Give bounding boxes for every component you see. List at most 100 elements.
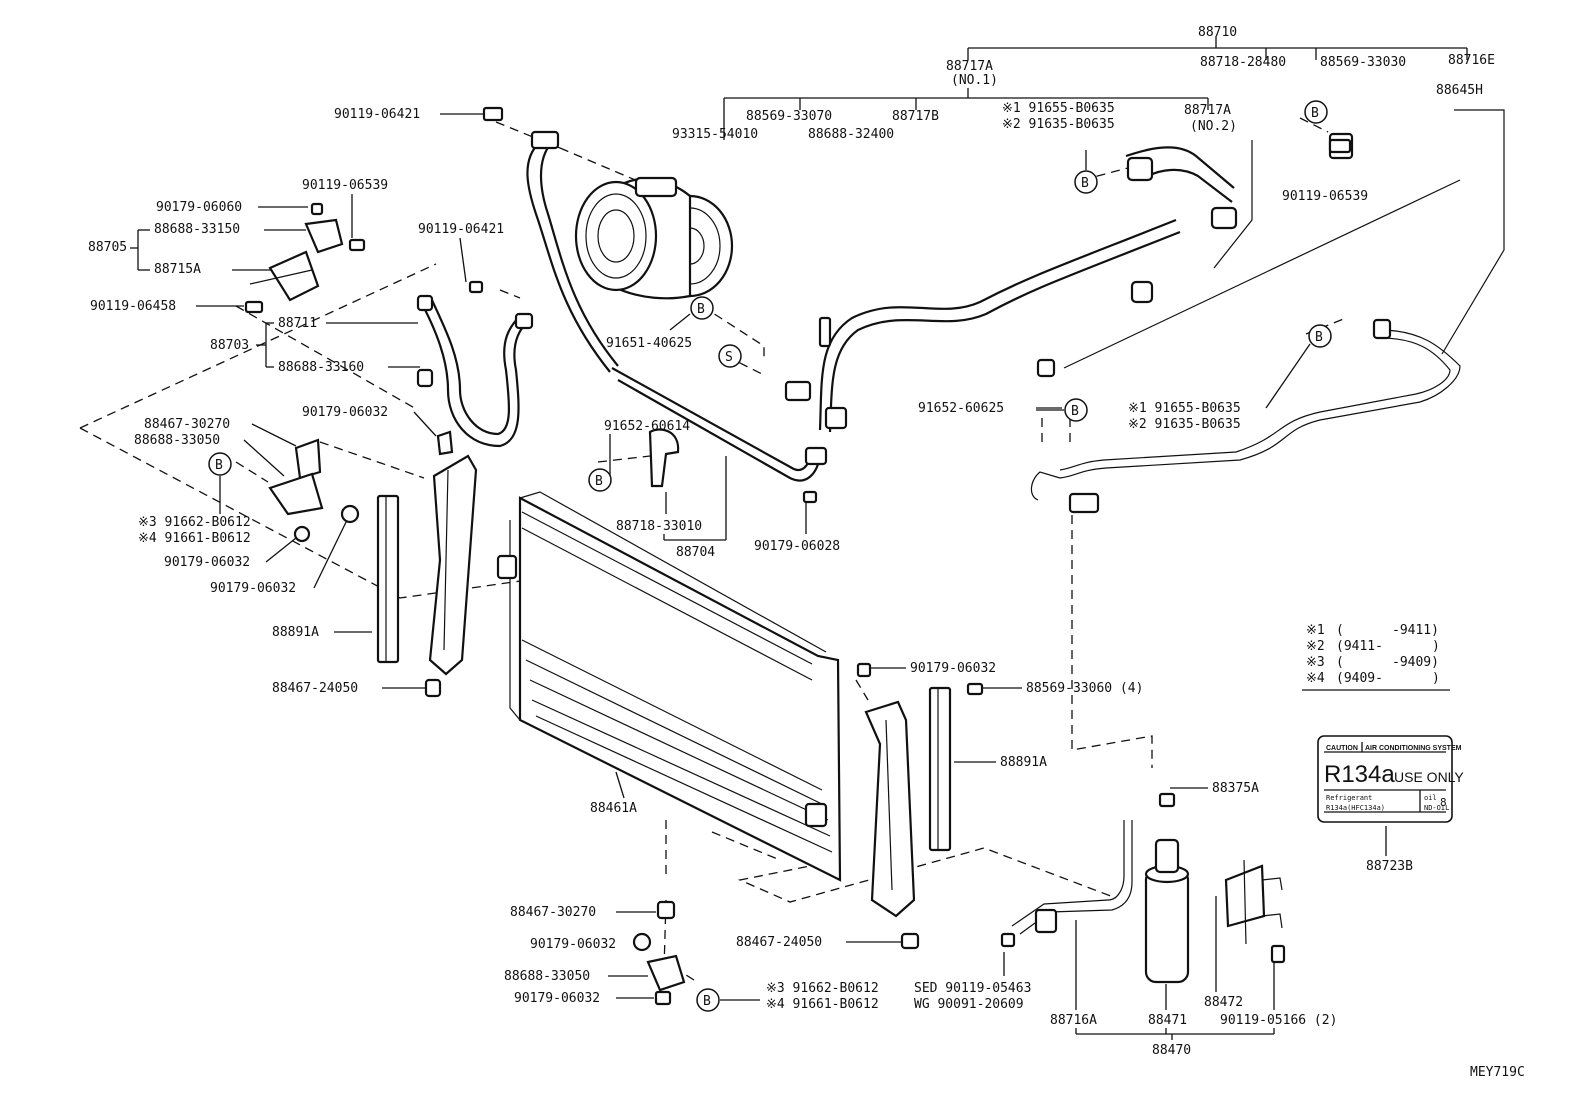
- caution-oil: oil: [1424, 794, 1437, 802]
- group-bracket-88710: [967, 36, 1468, 60]
- radiator-support-right: [864, 700, 916, 918]
- callout-91661-b0612-b: ※4 91661-B0612: [766, 997, 879, 1012]
- callout-88710: 88710: [1198, 25, 1237, 40]
- callout-90179-06032-c: 90179-06032: [210, 581, 296, 596]
- condenser-88461a: [496, 491, 842, 882]
- callout-88891a-r: 88891A: [1000, 755, 1047, 770]
- callout-88471: 88471: [1148, 1013, 1187, 1028]
- note-key-4: ※4: [1306, 671, 1325, 686]
- callout-88711: 88711: [278, 316, 317, 331]
- notes-table: ※1 ( -9411) ※2 (9411- ) ※3 ( -9409) ※4 (…: [1302, 623, 1450, 691]
- callout-91651-40625: 91651-40625: [606, 336, 692, 351]
- callout-90119-06539-l: 90119-06539: [302, 178, 388, 193]
- callout-90179-06032-b: 90179-06032: [164, 555, 250, 570]
- note-key-1: ※1: [1306, 623, 1325, 638]
- callout-91635-b0635-b: ※2 91635-B0635: [1128, 417, 1241, 432]
- radiator-support-left: [428, 454, 478, 676]
- callout-88645h: 88645H: [1436, 83, 1483, 98]
- callout-88688-33150: 88688-33150: [154, 222, 240, 237]
- note-from-1: (: [1336, 623, 1344, 638]
- callout-88717a-no1: 88717A: [946, 59, 993, 74]
- callout-wg-90091-20609: WG 90091-20609: [914, 997, 1024, 1012]
- callout-88688-32400: 88688-32400: [808, 127, 894, 142]
- marker-b-5: B: [1064, 398, 1088, 422]
- support-88891a-left: [376, 494, 400, 664]
- caution-oil-amount: 8: [1440, 796, 1447, 809]
- caution-oil-type: ND-OIL: [1424, 804, 1449, 812]
- caution-header-left: CAUTION: [1326, 745, 1358, 752]
- marker-b-4: B: [1308, 324, 1332, 348]
- callout-91662-b0612-a: ※3 91662-B0612: [138, 515, 251, 530]
- callout-88461a: 88461A: [590, 801, 637, 816]
- marker-b-7: B: [588, 468, 612, 492]
- callout-88569-33070: 88569-33070: [746, 109, 832, 124]
- marker-b-label: B: [697, 302, 705, 317]
- caution-use-only: USE ONLY: [1394, 769, 1464, 785]
- marker-b-label: B: [1311, 106, 1319, 121]
- note-from-4: (9409-: [1336, 671, 1383, 686]
- callout-90179-06060: 90179-06060: [156, 200, 242, 215]
- callout-91661-b0612-a: ※4 91661-B0612: [138, 531, 251, 546]
- note-key-3: ※3: [1306, 655, 1325, 670]
- callout-88688-33160: 88688-33160: [278, 360, 364, 375]
- callout-91662-b0612-b: ※3 91662-B0612: [766, 981, 879, 996]
- note-to-3: -9409): [1392, 655, 1439, 670]
- marker-b-label: B: [215, 458, 223, 473]
- callout-sed-90119-05463: SED 90119-05463: [914, 981, 1031, 996]
- callout-90179-06032-f: 90179-06032: [514, 991, 600, 1006]
- note-to-1: -9411): [1392, 623, 1439, 638]
- callout-93315-54010: 93315-54010: [672, 127, 758, 142]
- callout-91635-b0635-a: ※2 91635-B0635: [1002, 117, 1115, 132]
- caution-label-88723b: CAUTION AIR CONDITIONING SYSTEM R134a US…: [1317, 735, 1464, 823]
- callout-88467-24050-l: 88467-24050: [272, 681, 358, 696]
- marker-b-2: B: [1304, 100, 1328, 124]
- callout-88688-33050-b: 88688-33050: [504, 969, 590, 984]
- marker-b-label: B: [703, 994, 711, 1009]
- marker-b-label: B: [1315, 330, 1323, 345]
- marker-b-6: B: [208, 452, 232, 476]
- marker-b-label: B: [1071, 404, 1079, 419]
- callout-90119-06458: 90119-06458: [90, 299, 176, 314]
- callout-90179-06032-a: 90179-06032: [302, 405, 388, 420]
- callout-88718-33010: 88718-33010: [616, 519, 702, 534]
- caution-header-right: AIR CONDITIONING SYSTEM: [1365, 745, 1462, 752]
- callout-88569-33060: 88569-33060 (4): [1026, 681, 1143, 696]
- callout-88715a: 88715A: [154, 262, 201, 277]
- callout-90179-06032-e: 90179-06032: [530, 937, 616, 952]
- callout-88717a-no2: 88717A: [1184, 103, 1231, 118]
- callout-88467-30270-a: 88467-30270: [144, 417, 230, 432]
- callout-88688-33050-a: 88688-33050: [134, 433, 220, 448]
- caution-refrigerant: Refrigerant: [1326, 794, 1372, 802]
- callout-90179-06032-d: 90179-06032: [910, 661, 996, 676]
- marker-s-label: S: [725, 350, 733, 365]
- callout-91652-60614: 91652-60614: [604, 419, 690, 434]
- callout-88703: 88703: [210, 338, 249, 353]
- callout-88891a-l: 88891A: [272, 625, 319, 640]
- callout-88472: 88472: [1204, 995, 1243, 1010]
- callout-88716a: 88716A: [1050, 1013, 1097, 1028]
- note-key-2: ※2: [1306, 639, 1325, 654]
- callout-90119-06539-r: 90119-06539: [1282, 189, 1368, 204]
- callout-90119-06421-a: 90119-06421: [334, 107, 420, 122]
- group-bracket-88717A: [723, 88, 1209, 140]
- callout-90119-06421-b: 90119-06421: [418, 222, 504, 237]
- note-to-4: ): [1432, 671, 1440, 686]
- callout-88569-33030: 88569-33030: [1320, 55, 1406, 70]
- callout-88704: 88704: [676, 545, 715, 560]
- marker-b-3: B: [690, 296, 714, 320]
- callout-88718-28480: 88718-28480: [1200, 55, 1286, 70]
- note-to-2: ): [1432, 639, 1440, 654]
- callout-88717a-no2-sub: (NO.2): [1190, 119, 1237, 134]
- callout-88717b: 88717B: [892, 109, 939, 124]
- callout-88705: 88705: [88, 240, 127, 255]
- compressor: [530, 130, 734, 300]
- diagram-code: MEY719C: [1470, 1065, 1525, 1080]
- callout-88716e: 88716E: [1448, 53, 1495, 68]
- marker-b-label: B: [1081, 176, 1089, 191]
- marker-s-1: S: [718, 344, 742, 368]
- note-from-2: (9411-: [1336, 639, 1383, 654]
- fittings: [244, 106, 1392, 1006]
- marker-b-1: B: [1074, 170, 1098, 194]
- callout-88375a: 88375A: [1212, 781, 1259, 796]
